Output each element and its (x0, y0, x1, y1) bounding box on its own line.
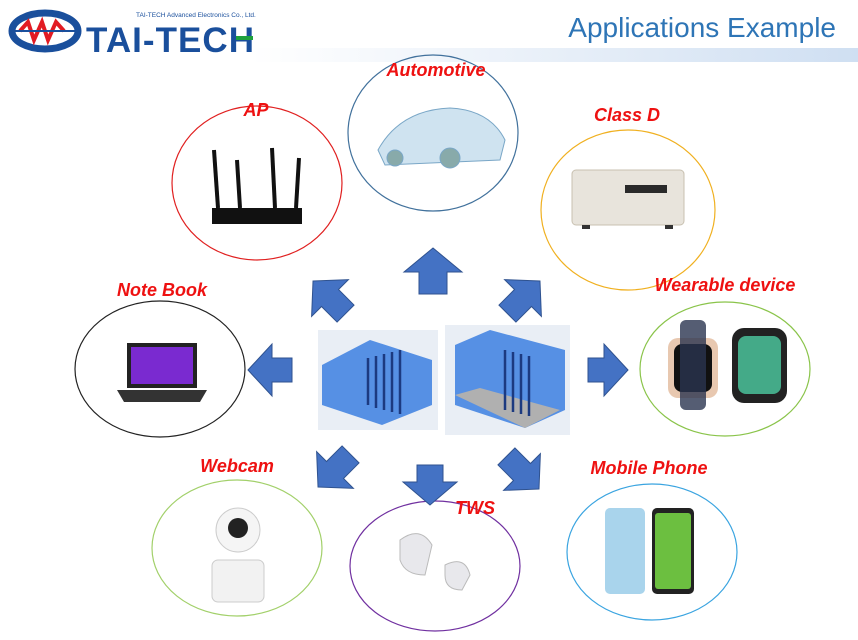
router-image (212, 147, 302, 224)
earbuds-image (399, 533, 471, 591)
wearable-ellipse (639, 301, 811, 437)
arrow-upright-classd (498, 279, 542, 323)
car-image (377, 107, 506, 169)
automotive-ellipse (347, 54, 519, 212)
inductor-chip-image-right (445, 325, 570, 435)
speaker-image (571, 169, 685, 229)
arrow-upleft-ap (311, 279, 355, 323)
label-tws: TWS (455, 498, 495, 518)
arrow-down-tws (401, 464, 459, 506)
label-wearable: Wearable device (654, 275, 796, 295)
taitech-logo: TAI-TECH (8, 9, 254, 60)
company-full-name: TAI-TECH Advanced Electronics Co., Ltd. (136, 12, 256, 19)
label-webcam: Webcam (200, 456, 274, 476)
webcam-image (211, 507, 265, 603)
ap-ellipse (171, 105, 343, 261)
mobile-ellipse (566, 483, 738, 621)
label-ap: AP (243, 100, 269, 120)
arrow-right-wearable (587, 342, 629, 398)
label-automotive: Automotive (386, 60, 486, 80)
page-title: Applications Example (568, 12, 836, 43)
laptop-image (117, 343, 207, 402)
inductor-chip-image-left (318, 330, 438, 430)
header-gradient-bar (250, 48, 858, 62)
svg-text:TAI-TECH: TAI-TECH (86, 21, 254, 60)
tws-ellipse (349, 500, 521, 632)
arrow-downright-mobile (497, 447, 541, 491)
phone-image (605, 508, 694, 594)
label-class-d: Class D (593, 105, 661, 125)
label-mobile-phone: Mobile Phone (590, 458, 708, 478)
arrow-left-notebook (247, 342, 293, 398)
arrow-up-automotive (402, 247, 464, 295)
label-notebook: Note Book (117, 280, 207, 300)
classd-ellipse (540, 129, 716, 291)
webcam-ellipse (151, 479, 323, 617)
arrow-downleft-webcam (316, 445, 360, 489)
notebook-ellipse (74, 300, 246, 438)
smartwatch-image (668, 320, 787, 410)
